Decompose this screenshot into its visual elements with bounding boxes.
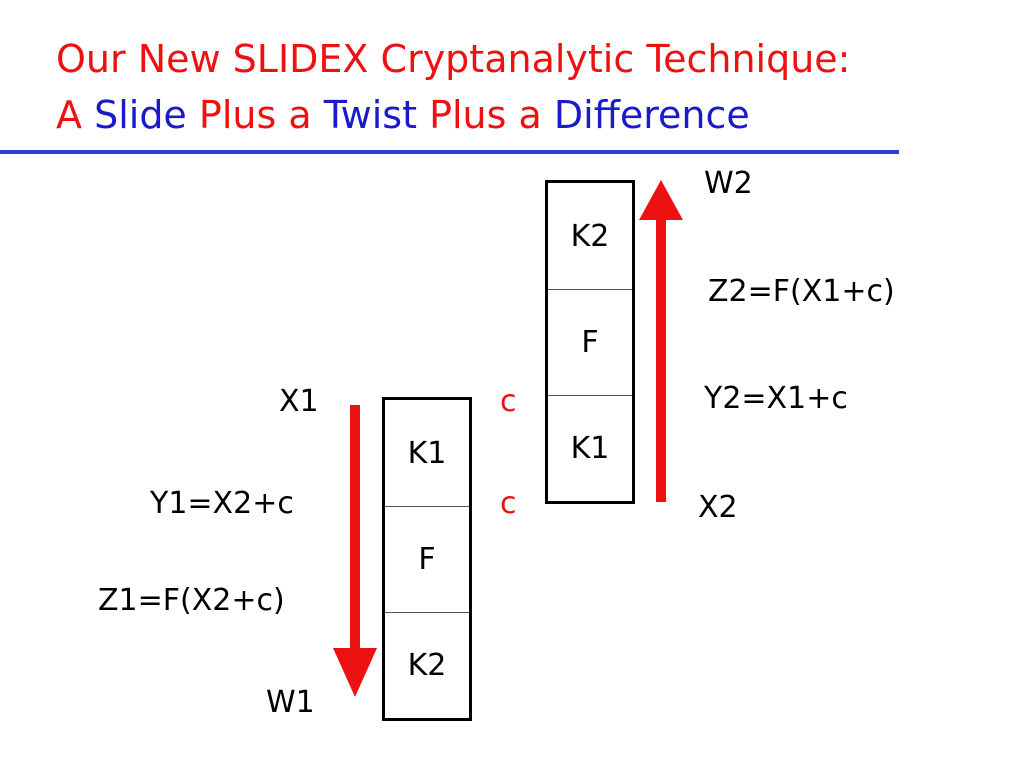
slide-title-line-1: Our New SLIDEX Cryptanalytic Technique: bbox=[56, 37, 851, 81]
label-y2: Y2=X1+c bbox=[704, 381, 848, 416]
slide-title-line-2: A Slide Plus a Twist Plus a Difference bbox=[56, 92, 750, 138]
label-x1: X1 bbox=[279, 384, 319, 419]
right-block-cell-f: F bbox=[548, 289, 632, 395]
label-z2: Z2=F(X1+c) bbox=[708, 274, 895, 309]
label-x2: X2 bbox=[698, 490, 738, 525]
label-c-top: c bbox=[500, 384, 517, 419]
title-segment: Slide bbox=[94, 93, 187, 137]
label-w2: W2 bbox=[704, 166, 753, 201]
label-z1: Z1=F(X2+c) bbox=[98, 583, 285, 618]
right-block-cell-k2: K2 bbox=[570, 218, 610, 254]
title-segment: Twist bbox=[323, 93, 417, 137]
right-block-cell-k1: K1 bbox=[548, 395, 632, 501]
title-segment: Difference bbox=[553, 93, 750, 137]
right-cipher-block: K2 F K1 bbox=[545, 180, 635, 504]
left-down-arrow bbox=[333, 405, 377, 697]
left-block-cell-k1: K1 bbox=[407, 435, 447, 471]
left-block-cell-k2: K2 bbox=[385, 612, 469, 718]
label-y1: Y1=X2+c bbox=[150, 486, 294, 521]
title-segment: A bbox=[56, 93, 95, 137]
title-divider bbox=[0, 150, 899, 154]
left-cipher-block: K1 F K2 bbox=[382, 397, 472, 721]
title-segment: Plus a bbox=[186, 93, 324, 137]
title-segment: Plus a bbox=[416, 93, 554, 137]
label-w1: W1 bbox=[266, 685, 315, 720]
left-block-cell-f: F bbox=[385, 506, 469, 612]
right-up-arrow bbox=[639, 180, 683, 502]
label-c-bottom: c bbox=[500, 486, 517, 521]
